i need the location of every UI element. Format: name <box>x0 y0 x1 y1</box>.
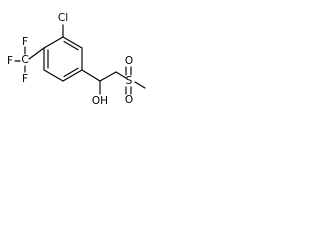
ring-bond-c3-c4 <box>62 69 83 82</box>
aromatic-inner-bond-2 <box>63 67 79 78</box>
chlorine-atom-label: Cl <box>58 12 68 24</box>
bond-ring-chiral-carbon <box>81 69 101 82</box>
chemical-structure-diagram: Cl C F F F OH S O O <box>7 12 146 107</box>
sulfur-atom-label: S <box>126 75 133 87</box>
ring-bond-c1-c2 <box>62 36 83 49</box>
carbon-cf3-atom-label: C <box>21 54 28 66</box>
ring-bond-c6-c1 <box>43 36 64 49</box>
bond-ring-cf3 <box>28 47 45 60</box>
oxygen-2-atom-label: O <box>125 94 133 106</box>
ring-bond-c4-c5 <box>43 69 64 82</box>
benzene-ring <box>43 36 83 82</box>
fluorine-2-atom-label: F <box>7 55 13 67</box>
bond-methylene-sulfur <box>115 71 127 79</box>
bond-sulfur-methyl <box>134 81 146 89</box>
fluorine-1-atom-label: F <box>22 36 28 48</box>
aromatic-inner-bond-1 <box>63 40 79 51</box>
bond-chiral-carbon-methylene <box>99 71 117 82</box>
fluorine-3-atom-label: F <box>22 73 28 85</box>
hydroxyl-label: OH <box>92 95 108 107</box>
oxygen-1-atom-label: O <box>125 55 133 67</box>
